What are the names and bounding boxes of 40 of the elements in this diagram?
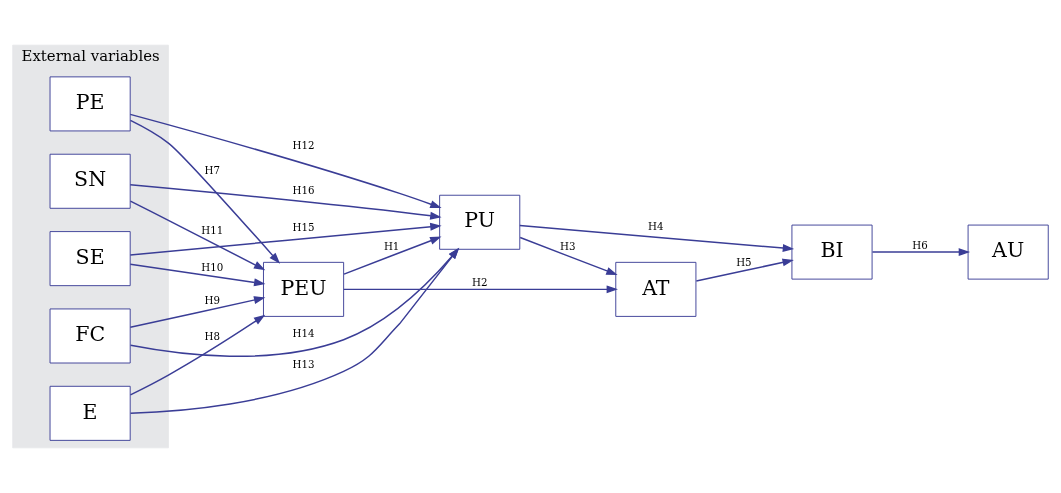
node-box: BI bbox=[791, 224, 873, 280]
edge-label: H16 bbox=[292, 184, 315, 197]
arrow bbox=[129, 119, 281, 264]
node-box: AT bbox=[615, 261, 697, 317]
arrow bbox=[129, 113, 442, 209]
node-box: FC bbox=[49, 308, 131, 364]
arrow bbox=[519, 236, 618, 276]
edge-label: H13 bbox=[292, 358, 315, 371]
edge-label: H12 bbox=[292, 139, 315, 152]
edge-label: H3 bbox=[560, 240, 576, 253]
edge-label: H1 bbox=[383, 240, 400, 253]
edge-label: H10 bbox=[201, 261, 224, 274]
node-box: PU bbox=[439, 194, 521, 250]
edge-label: H5 bbox=[736, 255, 752, 268]
node-box: E bbox=[49, 385, 131, 441]
node-box: SE bbox=[49, 231, 131, 287]
arrow bbox=[129, 200, 266, 271]
node-box: PE bbox=[49, 76, 131, 132]
arrow bbox=[871, 248, 971, 257]
edge-label: H2 bbox=[471, 276, 488, 289]
edge-label: H8 bbox=[204, 330, 220, 343]
node-box: PEU bbox=[263, 261, 345, 317]
arrow bbox=[695, 258, 794, 282]
arrow bbox=[129, 184, 442, 220]
edge-label: H15 bbox=[292, 221, 315, 234]
arrow bbox=[343, 236, 442, 275]
arrow bbox=[342, 285, 618, 294]
arrow bbox=[129, 296, 266, 329]
arrow bbox=[129, 263, 266, 287]
edge-label: H6 bbox=[912, 239, 928, 252]
arrow bbox=[129, 222, 442, 256]
edge-label: H7 bbox=[204, 163, 220, 176]
node-box: SN bbox=[49, 153, 131, 209]
edge-label: H9 bbox=[204, 294, 220, 307]
edge-label: H4 bbox=[648, 220, 664, 233]
edge-label: H14 bbox=[292, 326, 315, 339]
edge-label: H11 bbox=[201, 224, 224, 237]
node-box: AU bbox=[967, 224, 1049, 280]
arrow bbox=[129, 314, 266, 396]
arrow bbox=[519, 224, 795, 252]
